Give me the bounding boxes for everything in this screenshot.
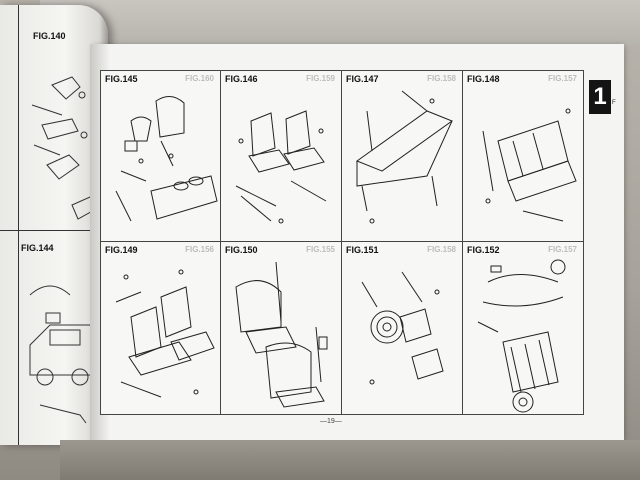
- fig-146-drawing: [235, 110, 327, 224]
- fig-148-drawing: [482, 108, 577, 222]
- section-tab-superscript: F: [612, 100, 616, 106]
- fig-150-label: FIG.150: [225, 245, 258, 255]
- fig-144-label: FIG.144: [21, 243, 54, 253]
- fig-140-label: FIG.140: [33, 31, 66, 41]
- fig-145-drawing: [115, 96, 218, 222]
- fig-145-cell: FIG.145 FIG.160: [100, 70, 221, 242]
- fig-151-label: FIG.151: [346, 245, 379, 255]
- fig-148-ghost-label: FIG.157: [548, 74, 577, 83]
- fig-147-cell: FIG.147 FIG.158: [341, 70, 463, 242]
- fig-149-drawing: [115, 269, 215, 398]
- fig-150-ghost-label: FIG.155: [306, 245, 335, 254]
- fig-145-label: FIG.145: [105, 74, 138, 84]
- fig-152-cell: FIG.152 FIG.157: [462, 241, 584, 415]
- fig-152-drawing: [477, 259, 566, 413]
- fig-144-drawing: [29, 285, 99, 424]
- left-page-grid-line: [18, 5, 19, 445]
- left-page-grid-line: [0, 230, 100, 231]
- fig-147-ghost-label: FIG.158: [427, 74, 456, 83]
- fig-149-cell: FIG.149 FIG.156: [100, 241, 221, 415]
- fig-151-cell: FIG.151 FIG.158: [341, 241, 463, 415]
- table-edge: [60, 440, 640, 480]
- fig-146-ghost-label: FIG.159: [306, 74, 335, 83]
- fig-149-ghost-label: FIG.156: [185, 245, 214, 254]
- section-tab: 1: [589, 80, 611, 114]
- background-wall: [40, 0, 640, 45]
- fig-152-ghost-label: FIG.157: [548, 245, 577, 254]
- fig-145-ghost-label: FIG.160: [185, 74, 214, 83]
- fig-147-label: FIG.147: [346, 74, 379, 84]
- page-number: —19—: [320, 418, 342, 425]
- fig-151-ghost-label: FIG.158: [427, 245, 456, 254]
- fig-149-label: FIG.149: [105, 245, 138, 255]
- fig-150-drawing: [235, 261, 328, 408]
- fig-152-label: FIG.152: [467, 245, 500, 255]
- fig-147-drawing: [355, 90, 454, 224]
- fig-151-drawing: [361, 271, 444, 385]
- fig-146-label: FIG.146: [225, 74, 258, 84]
- fig-148-label: FIG.148: [467, 74, 500, 84]
- fig-140-drawing: [31, 76, 97, 220]
- fig-150-cell: FIG.150 FIG.155: [220, 241, 342, 415]
- fig-144-cell: FIG.144: [21, 238, 54, 256]
- fig-140-cell: FIG.140: [33, 26, 66, 44]
- fig-146-cell: FIG.146 FIG.159: [220, 70, 342, 242]
- fig-148-cell: FIG.148 FIG.157: [462, 70, 584, 242]
